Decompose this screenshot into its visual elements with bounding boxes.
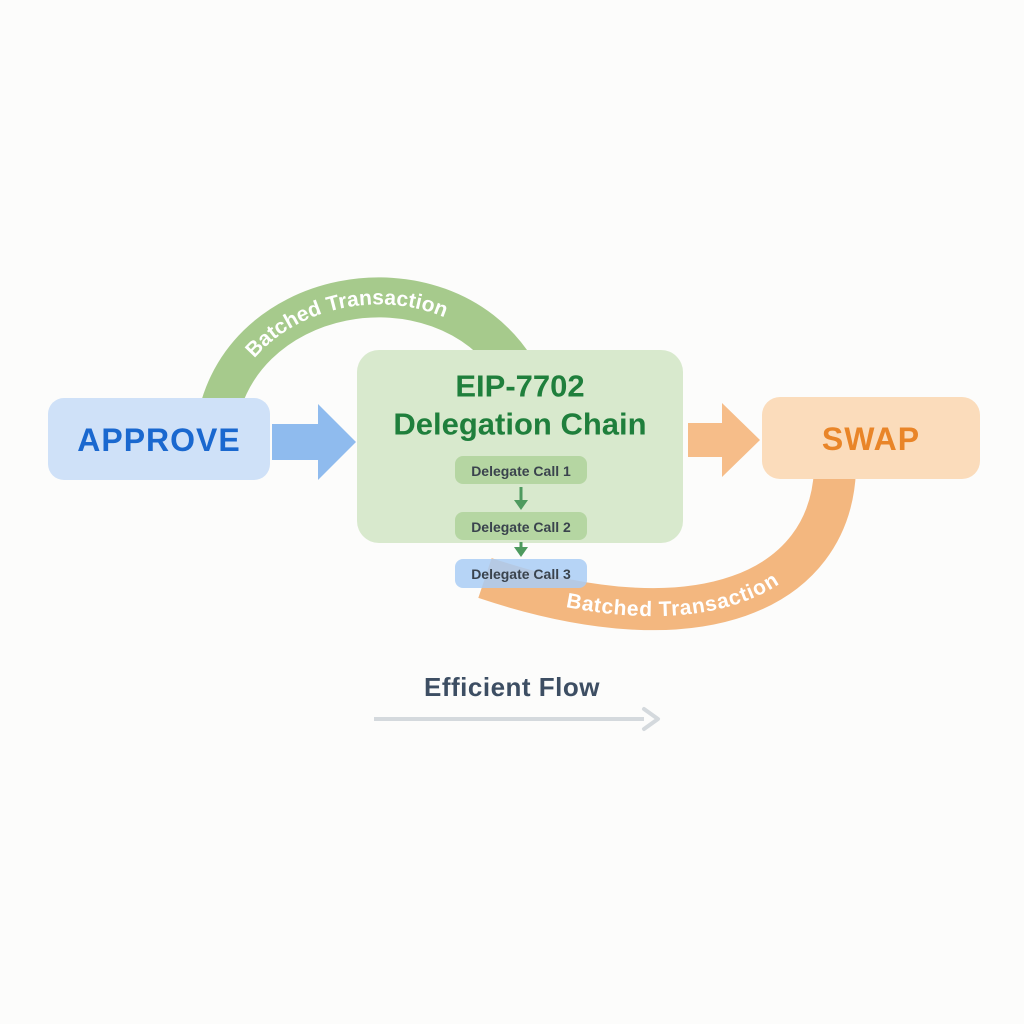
arrow-approve-to-chain-icon: [272, 404, 356, 480]
delegation-chain-title-line2: Delegation Chain: [393, 407, 646, 442]
arrow-chain-to-swap-icon: [688, 403, 760, 477]
down-arrow-1-head-icon: [514, 500, 528, 510]
delegate-call-2-label: Delegate Call 2: [471, 519, 571, 535]
approve-node: [48, 398, 270, 480]
delegate-call-3-label: Delegate Call 3: [471, 566, 571, 582]
swap-node: [762, 397, 980, 479]
delegate-call-2-pill: [455, 512, 587, 540]
down-arrow-2-head-icon: [514, 547, 528, 557]
delegation-chain-node: [357, 350, 683, 543]
swap-label: SWAP: [822, 421, 920, 457]
delegation-chain-title-line1: EIP-7702: [455, 369, 584, 404]
bottom-arc-connector: [478, 468, 856, 631]
delegate-call-1-label: Delegate Call 1: [471, 463, 571, 479]
caption-title: Efficient Flow: [424, 672, 600, 702]
top-arc-connector: [195, 277, 532, 438]
delegate-call-1-pill: [455, 456, 587, 484]
caption-arrow-head-icon: [642, 707, 660, 731]
delegate-call-3-pill: [455, 559, 587, 588]
approve-label: APPROVE: [77, 422, 240, 458]
